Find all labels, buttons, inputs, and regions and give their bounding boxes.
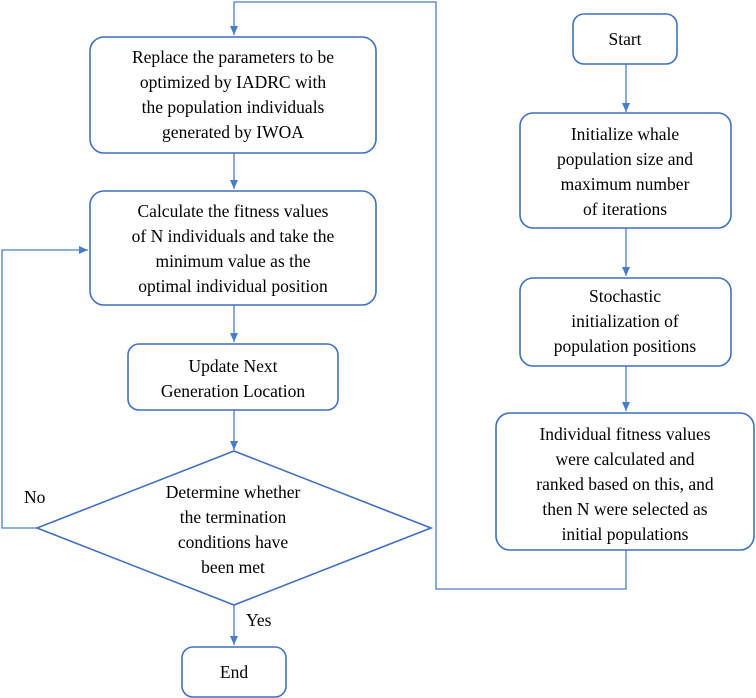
node-initialize: Initialize whale population size and maxim… [519,112,732,229]
node-update-location-line: Update Next [189,356,278,376]
node-replace-params-line: optimized by IADRC with [140,72,326,92]
node-start: Start [572,13,678,65]
node-calc-fitness-text: Calculate the fitness values of N individ… [132,201,335,296]
node-terminate-check-line: been met [201,557,265,577]
node-start-line: Start [608,29,641,49]
edge-label-no: No [24,487,46,507]
node-end: End [181,646,287,698]
node-replace-params-line: Replace the parameters to be [132,47,334,67]
node-fitness-rank-text: Individual fitness values were calculated… [536,424,714,544]
node-replace-params-line: generated by IWOA [162,122,304,142]
node-fitness-rank: Individual fitness values were calculated… [495,412,755,551]
arrow-fitness-rank-to-replace-params [230,1,627,590]
node-update-location-line: Generation Location [161,381,306,401]
node-initialize-line: population size and [557,149,693,169]
node-stochastic-init-line: initialization of [571,311,679,331]
node-terminate-check-line: the termination [180,507,287,527]
node-stochastic-init-line: population positions [554,336,697,356]
node-start-text: Start [608,29,641,49]
node-initialize-line: Initialize whale [571,124,680,144]
edge-label-yes: Yes [246,610,272,630]
node-end-line: End [220,662,248,682]
node-terminate-check-text: Determine whether the termination conditio… [166,482,301,577]
node-initialize-text: Initialize whale population size and maxim… [557,124,693,219]
node-calc-fitness-line: optimal individual position [138,276,328,296]
node-stochastic-init-text: Stochastic initialization of population po… [554,286,697,356]
node-end-text: End [220,662,248,682]
node-terminate-check: Determine whether the termination conditio… [34,450,434,606]
connectors [1,1,630,645]
node-initialize-line: of iterations [583,199,667,219]
node-terminate-check-line: Determine whether [166,482,301,502]
node-replace-params: Replace the parameters to be optimized by… [89,36,377,154]
node-replace-params-text: Replace the parameters to be optimized by… [132,47,334,142]
node-calc-fitness-line: of N individuals and take the [132,226,335,246]
arrow-decision-no-loop [1,246,88,529]
node-stochastic-init-line: Stochastic [589,286,661,306]
node-fitness-rank-line: were calculated and [556,449,695,469]
node-calc-fitness: Calculate the fitness values of N individ… [89,190,377,306]
node-initialize-line: maximum number [561,174,690,194]
node-calc-fitness-line: Calculate the fitness values [138,201,329,221]
node-calc-fitness-line: minimum value as the [155,251,310,271]
node-fitness-rank-line: ranked based on this, and [536,474,714,494]
node-stochastic-init: Stochastic initialization of population po… [519,277,732,367]
node-terminate-check-line: conditions have [178,532,289,552]
node-fitness-rank-line: initial populations [562,524,689,544]
node-fitness-rank-line: Individual fitness values [539,424,710,444]
node-replace-params-line: the population individuals [142,97,325,117]
node-fitness-rank-line: then N were selected as [542,499,707,519]
